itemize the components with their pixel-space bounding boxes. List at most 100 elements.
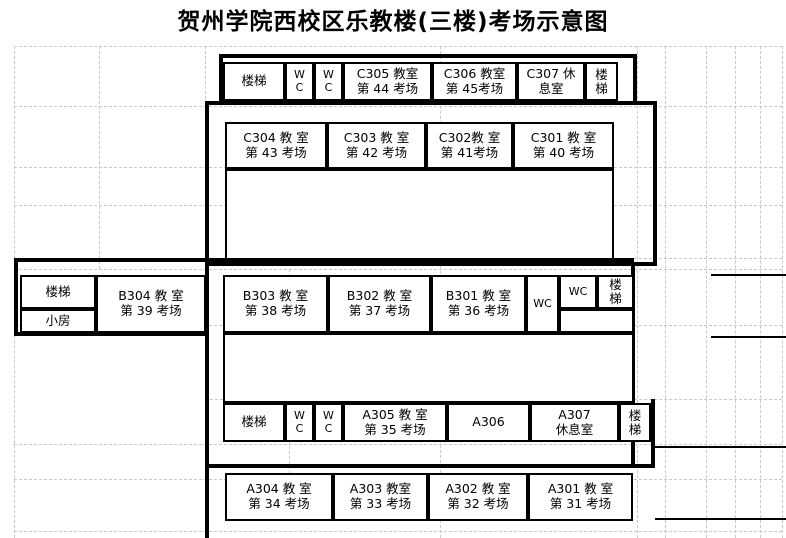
room-a301[interactable]: A301 教 室 第 31 考场 (528, 473, 633, 521)
wall-c2-top (205, 101, 657, 105)
wall-b-main-bottom (205, 464, 635, 468)
room-label-line1: WC (533, 296, 552, 310)
room-label-line2: 第 41考场 (440, 144, 499, 160)
room-label-line1: 楼 (628, 407, 642, 423)
room-label-line2: 息室 (538, 80, 564, 96)
room-c302[interactable]: C302教 室 第 41考场 (426, 122, 513, 169)
room-label-line1: 楼梯 (45, 283, 71, 299)
room-label-line2: 梯 (595, 80, 608, 96)
room-label-line1: A301 教 室 (547, 481, 614, 497)
room-label-line1: W (323, 408, 334, 422)
room-a302[interactable]: A302 教 室 第 32 考场 (428, 473, 528, 521)
room-label-line1: C302教 室 (438, 129, 501, 145)
room-wc-3[interactable]: WC (526, 275, 559, 333)
room-stair-a-right[interactable]: 楼 梯 (619, 403, 651, 442)
room-stair-a-left[interactable]: 楼梯 (223, 403, 285, 442)
room-label-line1: WC (568, 284, 588, 298)
room-label-line1: C303 教 室 (343, 129, 410, 145)
room-label-line1: C304 教 室 (243, 129, 309, 145)
wall-b-main-left (205, 262, 209, 468)
room-label-line1: W (294, 408, 305, 422)
room-a303[interactable]: A303 教室 第 33 考场 (333, 473, 428, 521)
room-label-line1: B301 教 室 (445, 288, 512, 304)
room-wc-2[interactable]: W C (314, 62, 343, 101)
room-label-line1: B304 教 室 (118, 288, 184, 304)
room-c303[interactable]: C303 教 室 第 42 考场 (327, 122, 426, 169)
room-label-line1: C305 教室 (356, 65, 419, 81)
room-label-line1: B303 教 室 (242, 288, 309, 304)
wall-a-left (205, 464, 209, 538)
room-label-line2: 第 39 考场 (120, 303, 182, 318)
room-small-house[interactable]: 小房 (20, 309, 96, 333)
room-wc-4[interactable]: WC (559, 275, 597, 309)
room-label-line2: C (295, 421, 304, 435)
room-label-line1: 楼梯 (241, 414, 267, 430)
room-label-line2: 第 33 考场 (349, 496, 412, 511)
room-b302[interactable]: B302 教 室 第 37 考场 (328, 275, 431, 333)
room-wc-5[interactable]: W C (285, 403, 314, 442)
corridor-b-right-small (559, 309, 634, 333)
room-label-line2: C (324, 80, 333, 94)
room-label-line2: C (324, 421, 333, 435)
room-c307[interactable]: C307 休 息室 (517, 62, 585, 101)
wall-a-step (631, 464, 655, 468)
room-label-line1: A303 教室 (349, 481, 412, 497)
room-label-line1: B302 教 室 (346, 288, 413, 304)
wall-b-left-top (14, 258, 634, 262)
room-a305[interactable]: A305 教 室 第 35 考场 (343, 403, 447, 442)
room-label-line2: 第 44 考场 (356, 80, 419, 96)
room-label-line2: 第 40 考场 (532, 144, 595, 160)
room-label-line1: C307 休 (526, 65, 576, 81)
exterior-line-3 (655, 446, 786, 448)
room-label-line2: 第 45考场 (445, 80, 504, 96)
room-a304[interactable]: A304 教 室 第 34 考场 (225, 473, 333, 521)
room-a306[interactable]: A306 (447, 403, 530, 442)
room-label-line2: 休息室 (555, 421, 594, 437)
wall-c-left (219, 54, 223, 101)
room-c306[interactable]: C306 教室 第 45考场 (432, 62, 517, 101)
wall-c2-bottom (205, 262, 657, 266)
exterior-line-4 (655, 518, 786, 520)
room-c301[interactable]: C301 教 室 第 40 考场 (513, 122, 614, 169)
room-label-line1: A307 (558, 406, 591, 422)
wall-c-top (219, 54, 637, 58)
room-label-line2: 第 37 考场 (348, 303, 411, 318)
room-label-line2: 第 34 考场 (248, 496, 310, 511)
room-label-line1: A304 教 室 (246, 481, 312, 497)
room-label-line2: 梯 (628, 421, 642, 437)
room-label-line1: 楼梯 (241, 73, 267, 89)
room-label-line1: 楼 (595, 66, 608, 82)
room-label-line1: W (323, 67, 334, 81)
corridor-c (225, 169, 614, 262)
room-label-line1: 小房 (45, 312, 71, 328)
room-label-line1: A305 教 室 (362, 406, 428, 422)
room-stair-c-right[interactable]: 楼 梯 (585, 62, 618, 101)
room-label-line1: C301 教 室 (530, 129, 597, 145)
wall-b-right-step (631, 262, 657, 266)
wall-c2-left (205, 101, 209, 266)
wall-a-right (651, 399, 655, 468)
room-label-line1: W (294, 67, 305, 81)
room-c304[interactable]: C304 教 室 第 43 考场 (225, 122, 327, 169)
room-b304[interactable]: B304 教 室 第 39 考场 (96, 275, 206, 333)
room-c305[interactable]: C305 教室 第 44 考场 (343, 62, 432, 101)
room-stair-b-right[interactable]: 楼 梯 (597, 275, 634, 309)
room-label-line1: C306 教室 (443, 65, 506, 81)
wall-c-right (633, 54, 637, 101)
room-stair-b-left[interactable]: 楼梯 (20, 275, 96, 309)
room-b301[interactable]: B301 教 室 第 36 考场 (431, 275, 526, 333)
room-a307[interactable]: A307 休息室 (530, 403, 619, 442)
room-label-line1: A306 (472, 414, 505, 430)
room-label-line1: A302 教 室 (445, 481, 511, 497)
room-b303[interactable]: B303 教 室 第 38 考场 (223, 275, 328, 333)
room-stair-c-left[interactable]: 楼梯 (223, 62, 285, 101)
exterior-line-2 (711, 336, 786, 338)
room-wc-6[interactable]: W C (314, 403, 343, 442)
room-label-line2: 第 38 考场 (244, 303, 307, 318)
room-wc-1[interactable]: W C (285, 62, 314, 101)
room-label-line2: 第 43 考场 (245, 144, 307, 160)
room-label-line2: 第 42 考场 (345, 144, 408, 160)
room-label-line2: 梯 (609, 291, 622, 306)
page-title: 贺州学院西校区乐教楼(三楼)考场示意图 (177, 9, 609, 35)
